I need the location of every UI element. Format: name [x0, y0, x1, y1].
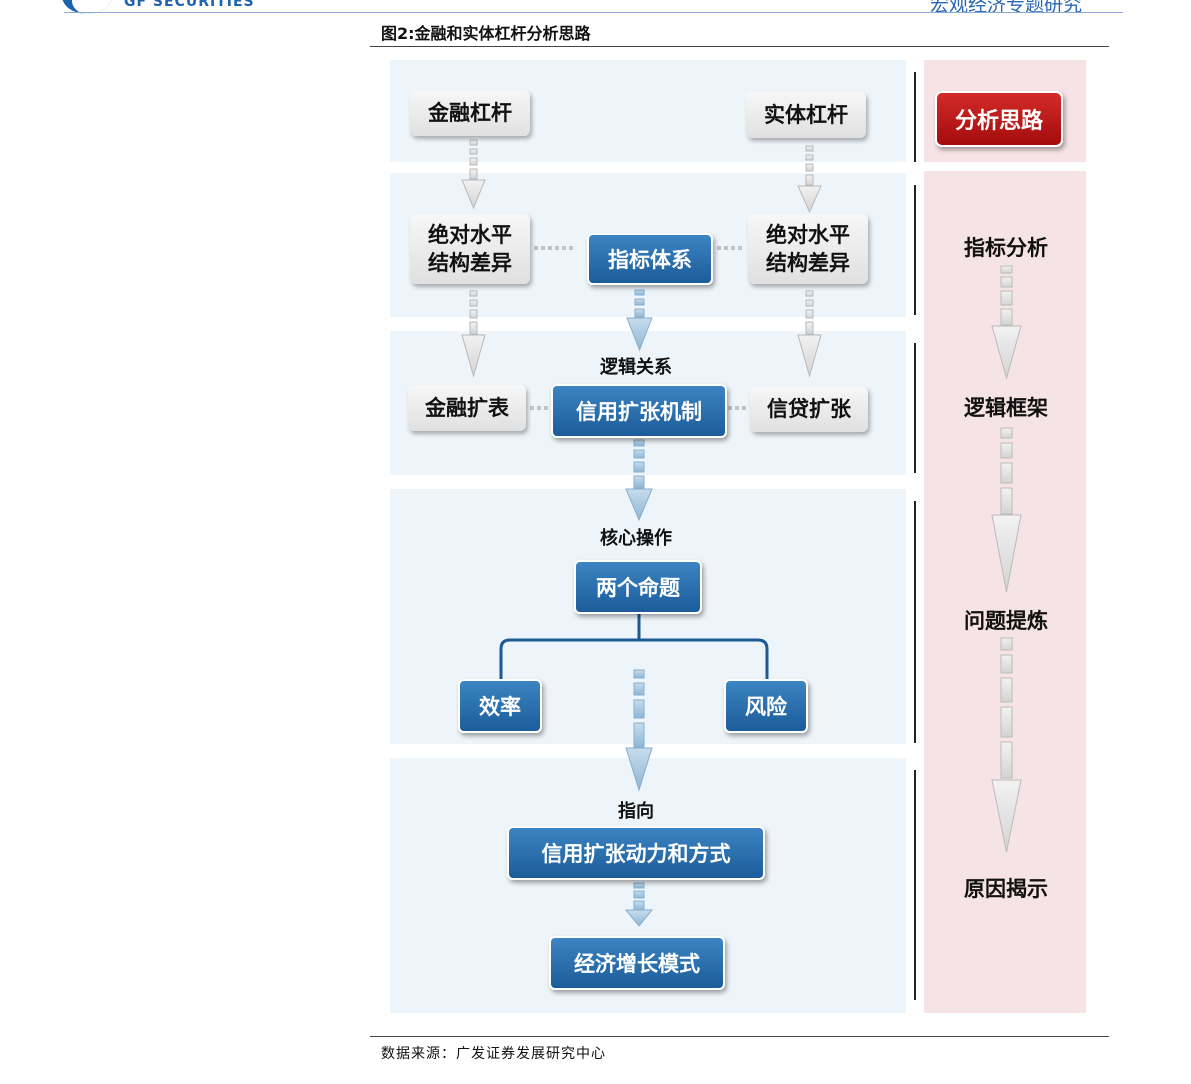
arrow-left-1	[461, 139, 486, 210]
label-logic-relation: 逻辑关系	[600, 357, 672, 378]
label-pointing: 指向	[618, 801, 654, 822]
box-absolute-structure-left: 绝对水平 结构差异	[410, 214, 530, 284]
arrow-center-1	[626, 289, 653, 352]
box-risk: 风险	[724, 679, 808, 733]
side-step-problem-refining: 问题提炼	[964, 608, 1048, 633]
arrow-center-3	[625, 669, 653, 792]
figure-top-rule	[370, 46, 1109, 47]
box-absolute-right-line2: 结构差异	[766, 250, 850, 275]
arrow-right-2	[797, 290, 822, 378]
box-two-propositions: 两个命题	[574, 560, 702, 614]
box-credit-mechanism: 信用扩张机制	[551, 384, 727, 438]
arrow-center-4	[624, 882, 654, 927]
box-absolute-left-line2: 结构差异	[428, 250, 512, 275]
box-efficiency: 效率	[458, 679, 542, 733]
arrow-right-1	[797, 145, 822, 214]
box-absolute-right-line1: 绝对水平	[766, 222, 850, 247]
arrow-center-2	[625, 439, 653, 522]
box-absolute-structure-right: 绝对水平 结构差异	[748, 214, 868, 284]
label-core-operation: 核心操作	[600, 528, 672, 549]
box-credit-growth: 信贷扩张	[750, 386, 868, 432]
box-absolute-left-line1: 绝对水平	[428, 222, 512, 247]
box-financial-leverage: 金融杠杆	[410, 90, 530, 136]
header-divider	[64, 12, 1123, 13]
separator-5	[914, 770, 916, 1000]
box-credit-drive: 信用扩张动力和方式	[507, 826, 765, 880]
dotted-connectors	[530, 246, 746, 410]
separator-1	[914, 72, 916, 162]
arrow-left-2	[461, 290, 486, 378]
separator-2	[914, 185, 916, 315]
side-arrow-1	[991, 265, 1022, 380]
separator-3	[914, 343, 916, 473]
badge-analysis-approach: 分析思路	[935, 91, 1063, 147]
side-step-logic-framework: 逻辑框架	[964, 395, 1048, 420]
box-indicator-system: 指标体系	[587, 233, 713, 285]
side-step-indicator-analysis: 指标分析	[964, 235, 1048, 260]
side-step-cause-reveal: 原因揭示	[964, 876, 1048, 901]
split-bracket	[499, 614, 769, 682]
figure-source: 数据来源：广发证券发展研究中心	[381, 1046, 606, 1062]
separator-4	[914, 501, 916, 743]
box-financial-expansion: 金融扩表	[408, 385, 526, 431]
company-logo-text: GF SECURITIES	[124, 0, 255, 10]
figure-title: 图2:金融和实体杠杆分析思路	[381, 24, 591, 43]
figure-bottom-rule	[370, 1036, 1109, 1037]
side-arrow-2	[991, 427, 1022, 593]
box-growth-model: 经济增长模式	[549, 936, 725, 990]
side-arrow-3	[991, 637, 1022, 853]
company-logo-icon	[62, 0, 112, 14]
box-real-leverage: 实体杠杆	[746, 92, 866, 138]
